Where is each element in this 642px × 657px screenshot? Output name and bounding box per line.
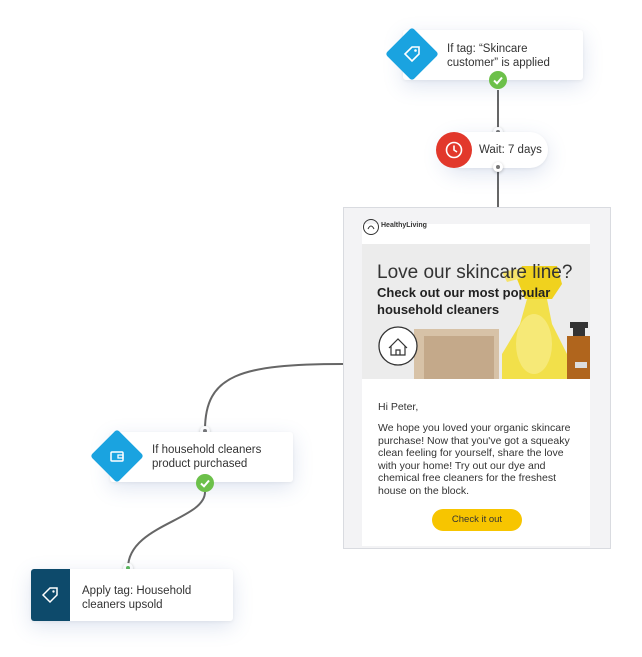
success-check-icon (196, 474, 214, 492)
purchase-condition-label: If household cleaners product purchased (152, 444, 262, 470)
apply-tag-badge (31, 569, 70, 621)
email-greeting: Hi Peter, (378, 401, 419, 413)
wait-badge (436, 132, 472, 168)
brand-name: HealthyLiving (381, 222, 427, 229)
tag-icon (41, 587, 58, 604)
wait-label: Wait: 7 days (479, 144, 542, 156)
email-body: We hope you loved your organic skincare … (378, 422, 571, 497)
hero-product-image (378, 266, 590, 379)
check-it-out-button[interactable]: Check it out (432, 509, 522, 531)
connector-dot[interactable] (200, 426, 210, 436)
clock-icon (445, 141, 463, 159)
success-check-icon (489, 71, 507, 89)
connector-dot[interactable] (123, 563, 133, 573)
email-subheadline: Check out our most popular household cle… (377, 285, 551, 317)
apply-tag-label: Apply tag: Household cleaners upsold (82, 585, 192, 611)
email-hero (362, 244, 590, 379)
wallet-icon (110, 451, 124, 462)
tag-icon (403, 46, 420, 63)
connector-dot[interactable] (493, 162, 503, 172)
leaf-logo-icon (367, 225, 375, 230)
email-headline: Love our skincare line? (377, 262, 573, 283)
tag-condition-label: If tag: “Skincare customer” is applied (447, 43, 550, 69)
brand-logo (363, 219, 379, 235)
